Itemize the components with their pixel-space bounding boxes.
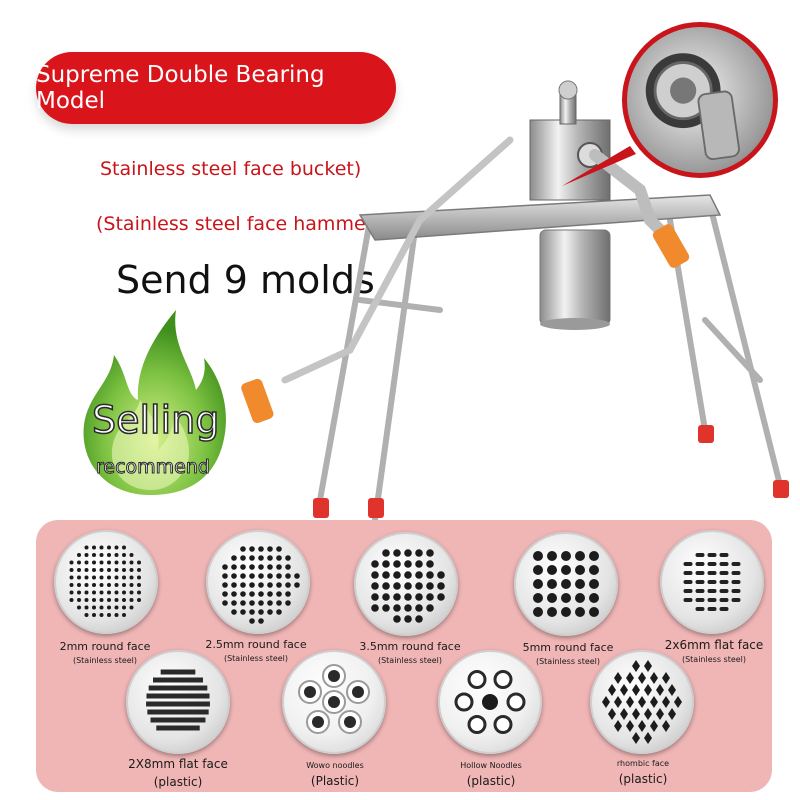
headline: Send 9 molds: [116, 258, 375, 302]
mold-caption-9: rhombic face(plastic): [616, 759, 670, 786]
model-banner: Supreme Double Bearing Model: [36, 52, 396, 124]
feature-bucket: Stainless steel face bucket): [100, 158, 362, 180]
callout-line: [562, 146, 636, 186]
mold-2x6mm-flat: [660, 530, 764, 634]
mold-3-5mm-round: [354, 532, 458, 636]
flame-icon: [83, 310, 226, 495]
mold-5mm-round: [514, 532, 618, 636]
mold-caption-8: Hollow Noodles(plastic): [460, 761, 522, 788]
mold-caption-7: Wowo noodles(Plastic): [306, 761, 364, 788]
badge-recommend: recommend: [96, 456, 211, 479]
mold-2x8mm-flat: [126, 650, 230, 754]
mold-rhombic: [590, 650, 694, 754]
feature-hammer: (Stainless steel face hammer): [96, 213, 381, 235]
mold-caption-6: 2X8mm flat face(plastic): [128, 757, 228, 789]
mold-2mm-round: [54, 530, 158, 634]
mold-caption-1: 2mm round face(Stainless steel): [59, 640, 151, 665]
bearing-zoom-image: [622, 22, 778, 178]
mold-2-5mm-round: [206, 530, 310, 634]
mold-caption-4: 5mm round face(Stainless steel): [522, 641, 614, 666]
mold-caption-5: 2x6mm flat face(Stainless steel): [664, 638, 764, 664]
badge-selling: Selling: [91, 397, 220, 443]
mold-wowo-noodles: [282, 650, 386, 754]
mold-caption-3: 3.5mm round face(Stainless steel): [359, 640, 461, 665]
noodle-press-machine: [241, 80, 789, 523]
mold-hollow-noodles: [438, 650, 542, 754]
mold-caption-2: 2.5mm round face(Stainless steel): [205, 638, 307, 663]
